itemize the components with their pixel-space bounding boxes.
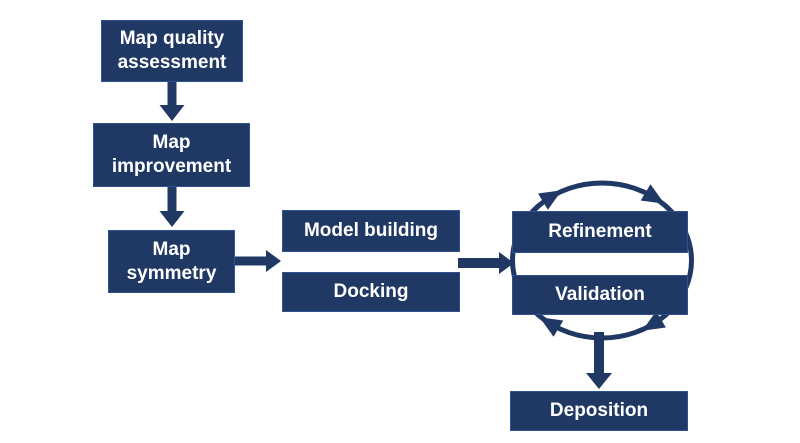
node-label-line: Model building xyxy=(303,220,439,241)
arrow-quality-to-improvement-icon xyxy=(159,78,185,121)
node-map-symmetry: Map symmetry xyxy=(108,230,235,293)
cycle-arrowhead-top-right-icon xyxy=(640,184,665,204)
node-model-building: Model building xyxy=(282,210,460,252)
node-deposition: Deposition xyxy=(510,391,688,431)
cycle-arrowhead-bottom-left-icon xyxy=(539,317,564,337)
node-validation: Validation xyxy=(512,275,688,315)
node-label-line: Validation xyxy=(555,284,645,305)
node-label-line: Map quality xyxy=(119,28,225,49)
arrow-modelbuilding-to-refinement-icon xyxy=(458,252,514,274)
cycle-arrowhead-top-left-icon xyxy=(538,190,562,210)
node-map-quality-assessment: Map quality assessment xyxy=(101,20,243,82)
arrow-cycle-to-deposition-icon xyxy=(586,332,612,389)
node-label-line: Map xyxy=(152,132,191,153)
arrow-improvement-to-symmetry-icon xyxy=(159,183,185,227)
node-label-line: assessment xyxy=(117,52,227,73)
node-map-improvement: Map improvement xyxy=(93,123,250,187)
node-label-line: Refinement xyxy=(548,221,652,242)
node-label-line: Map xyxy=(152,238,191,260)
node-label-line: Deposition xyxy=(549,400,649,421)
arrow-symmetry-to-modelbuilding-icon xyxy=(233,250,281,272)
node-docking: Docking xyxy=(282,272,460,312)
node-label-line: symmetry xyxy=(126,262,217,284)
node-label-line: Docking xyxy=(333,281,409,302)
cycle-arrowhead-bottom-right-icon xyxy=(642,311,666,331)
node-refinement: Refinement xyxy=(512,211,688,253)
node-label-line: improvement xyxy=(111,156,232,177)
